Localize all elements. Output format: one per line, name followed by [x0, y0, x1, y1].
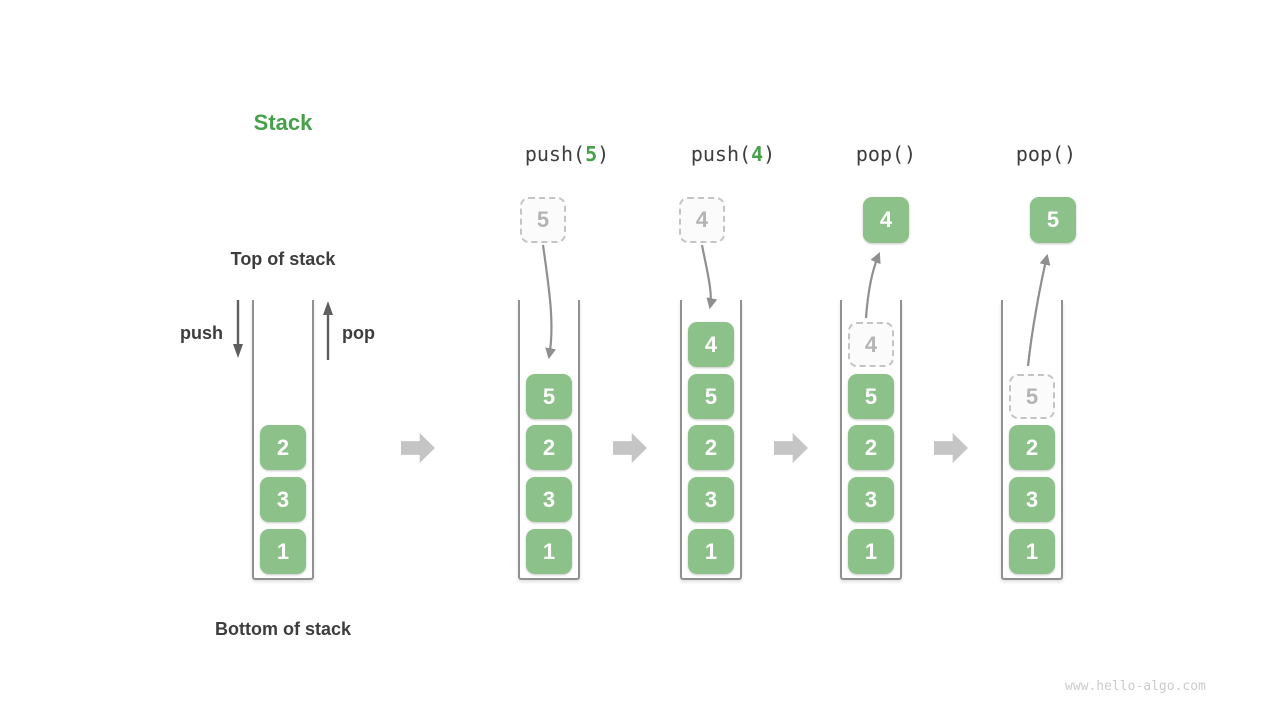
stack-cell: 1	[848, 529, 894, 574]
stack-cell: 5	[848, 374, 894, 419]
op-label-pop-1: pop()	[806, 142, 966, 166]
stack-cell: 1	[1009, 529, 1055, 574]
block-arrow-icon	[401, 433, 435, 463]
op-arg: 5	[585, 142, 598, 166]
push-curve-arrow	[700, 244, 718, 310]
stack-cell: 2	[848, 425, 894, 470]
top-of-stack-label: Top of stack	[230, 249, 336, 269]
stack-cell: 3	[688, 477, 734, 522]
pop-curve-arrow	[864, 251, 881, 319]
op-label-pop-2: pop()	[966, 142, 1126, 166]
op-arg: 4	[751, 142, 764, 166]
op-text: push(	[690, 142, 752, 166]
bottom-of-stack-label: Bottom of stack	[214, 619, 351, 639]
stack-cell-dashed: 5	[1009, 374, 1055, 419]
stack-cell: 4	[688, 322, 734, 367]
watermark: www.hello-algo.com	[1065, 679, 1206, 694]
stack-cell: 3	[1009, 477, 1055, 522]
floating-dashed-cell: 5	[520, 197, 566, 243]
pop-up-arrow-icon	[323, 301, 333, 360]
push-label: push	[180, 323, 223, 343]
op-label-push-5: push(5)	[487, 142, 647, 166]
block-arrow-icon	[613, 433, 647, 463]
pop-label: pop	[342, 323, 375, 343]
op-text: )	[597, 142, 610, 166]
stack-cell: 1	[260, 529, 306, 574]
op-text: pop()	[1015, 142, 1077, 166]
floating-popped-cell: 4	[863, 197, 909, 243]
op-label-push-4: push(4)	[653, 142, 813, 166]
floating-dashed-cell: 4	[679, 197, 725, 243]
stack-cell: 2	[526, 425, 572, 470]
stack-cell: 3	[526, 477, 572, 522]
block-arrow-icon	[774, 433, 808, 463]
stack-cell: 5	[526, 374, 572, 419]
push-down-arrow-icon	[233, 300, 243, 358]
floating-popped-cell: 5	[1030, 197, 1076, 243]
stack-cell: 1	[688, 529, 734, 574]
stack-cell-dashed: 4	[848, 322, 894, 367]
block-arrow-icon	[934, 433, 968, 463]
stack-cell: 2	[1009, 425, 1055, 470]
stack-cell: 2	[260, 425, 306, 470]
push-curve-arrow	[541, 244, 557, 360]
op-text: pop()	[855, 142, 917, 166]
stack-cell: 3	[848, 477, 894, 522]
op-text: push(	[524, 142, 586, 166]
stack-cell: 2	[688, 425, 734, 470]
stack-cell: 5	[688, 374, 734, 419]
diagram-title: Stack	[253, 110, 313, 135]
stack-cell: 1	[526, 529, 572, 574]
op-text: )	[763, 142, 776, 166]
stack-cell: 3	[260, 477, 306, 522]
pop-curve-arrow	[1026, 253, 1051, 367]
